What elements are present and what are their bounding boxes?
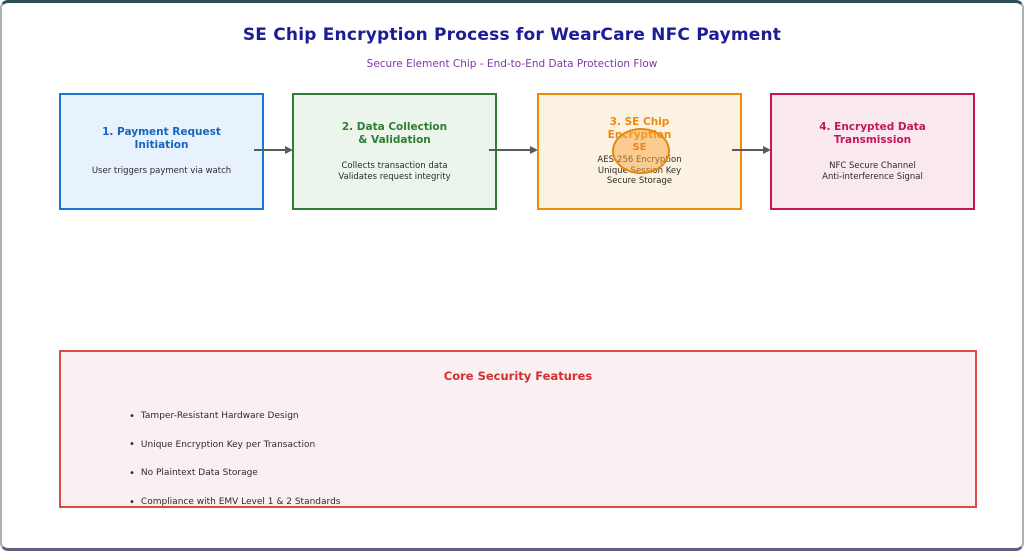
bullet-icon: •	[129, 439, 135, 451]
step-body-line: Secure Storage	[606, 176, 673, 187]
step-body-line: User triggers payment via watch	[91, 166, 232, 177]
page-subtitle: Secure Element Chip - End-to-End Data Pr…	[366, 58, 658, 70]
core-security-list: • Tamper-Resistant Hardware Design • Uni…	[129, 402, 340, 516]
step-body-line: Collects transaction data	[341, 161, 448, 171]
bullet-icon: •	[129, 467, 135, 479]
step-title-line: 4. Encrypted Data	[819, 121, 926, 133]
step-title-line: & Validation	[358, 134, 431, 146]
step-body-line: AES-256 Encryption	[597, 155, 682, 166]
step-title-line: 1. Payment Request	[102, 126, 221, 139]
step-title: 4. Encrypted Data Transmission	[819, 121, 926, 147]
step-title-line: 3. SE Chip	[609, 116, 670, 129]
list-item-label: Unique Encryption Key per Transaction	[140, 439, 316, 450]
step-title: 2. Data Collection & Validation	[342, 121, 447, 147]
list-item-label: Compliance with EMV Level 1 & 2 Standard…	[140, 497, 341, 508]
step-body: AES-256 Encryption Unique Session Key Se…	[597, 155, 681, 187]
core-security-title: Core Security Features	[443, 369, 593, 383]
list-item-label: Tamper-Resistant Hardware Design	[140, 411, 299, 422]
flow-arrow-1	[254, 146, 293, 154]
step-body-line: Anti-interference Signal	[822, 171, 923, 182]
step-body-line: Unique Session Key	[597, 165, 682, 176]
se-chip-label: SE	[632, 142, 647, 154]
step-box-data-collection: 2. Data Collection & Validation Collects…	[292, 93, 497, 210]
list-item-label: No Plaintext Data Storage	[140, 468, 258, 479]
core-security-panel: Core Security Features • Tamper-Resistan…	[59, 350, 977, 508]
step-body: Collects transaction data Validates requ…	[338, 161, 450, 182]
step-title-line: Transmission	[833, 134, 912, 146]
page-title: SE Chip Encryption Process for WearCare …	[242, 25, 782, 45]
list-item: • Tamper-Resistant Hardware Design	[129, 402, 340, 431]
step-body: User triggers payment via watch	[92, 166, 231, 177]
flow-arrow-2	[489, 146, 538, 154]
list-item: • No Plaintext Data Storage	[129, 459, 340, 488]
step-title-line: 2. Data Collection	[341, 121, 448, 133]
step-box-data-transmission: 4. Encrypted Data Transmission NFC Secur…	[770, 93, 975, 210]
flow-arrow-3	[732, 146, 771, 154]
step-title-line: Encryption	[607, 129, 672, 142]
bullet-icon: •	[129, 410, 135, 422]
step-body-line: Validates request integrity	[338, 171, 451, 182]
step-body: NFC Secure Channel Anti-interference Sig…	[822, 161, 923, 182]
step-title-line: Initiation	[134, 139, 189, 152]
step-box-se-encryption: 3. SE Chip Encryption SE AES-256 Encrypt…	[537, 93, 742, 210]
step-body-line: NFC Secure Channel	[829, 161, 916, 171]
step-title: 1. Payment Request Initiation	[102, 126, 221, 152]
step-box-payment-request: 1. Payment Request Initiation User trigg…	[59, 93, 264, 210]
step-title: 3. SE Chip Encryption	[608, 116, 672, 142]
list-item: • Compliance with EMV Level 1 & 2 Standa…	[129, 488, 340, 517]
list-item: • Unique Encryption Key per Transaction	[129, 431, 340, 460]
bullet-icon: •	[129, 496, 135, 508]
